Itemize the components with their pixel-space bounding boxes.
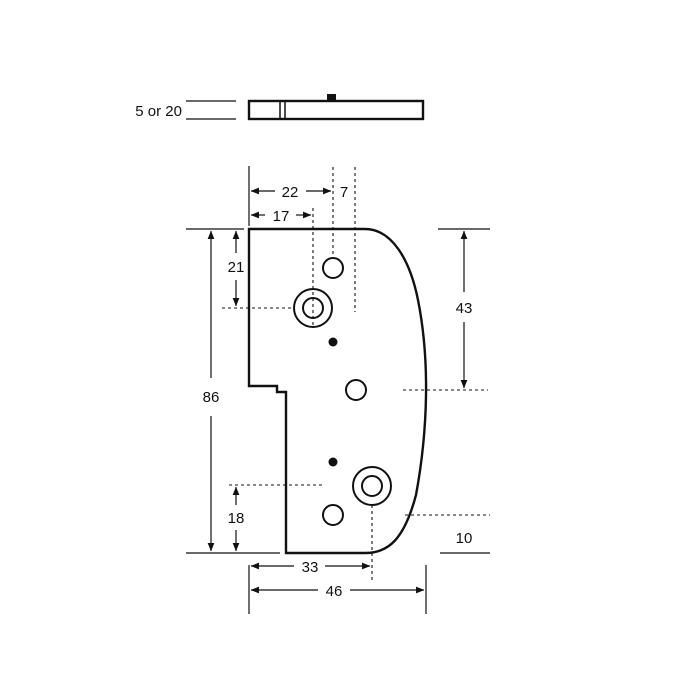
dimension-7: 7 (340, 184, 348, 201)
center-dot (328, 337, 338, 347)
side-view: 5 or 20 (135, 94, 425, 121)
dimension-33: 33 (250, 559, 371, 576)
dimension-label-21: 21 (228, 259, 245, 276)
plate-outline (247, 227, 428, 555)
dimension-label-33: 33 (302, 559, 319, 576)
pin-hole (345, 379, 367, 401)
dimension-18: 18 (228, 486, 245, 552)
dimension-label-17: 17 (273, 208, 290, 225)
dimension-label-86: 86 (203, 389, 220, 406)
dimension-22: 22 (250, 184, 332, 201)
dimension-17: 17 (250, 208, 312, 225)
centerlines (222, 167, 490, 583)
dimension-86: 86 (203, 230, 220, 552)
dimension-label-10: 10 (456, 530, 473, 547)
dimension-label-7: 7 (340, 184, 348, 201)
dimension-label-18: 18 (228, 510, 245, 527)
dimension-10: 10 (456, 530, 473, 547)
countersunk-hole-inner (361, 475, 383, 497)
side-view-tab (327, 94, 336, 101)
extension-lines (186, 166, 490, 614)
dimension-43: 43 (456, 230, 473, 389)
dimension-21: 21 (228, 230, 245, 307)
dimension-label-43: 43 (456, 300, 473, 317)
thickness-label: 5 or 20 (135, 103, 182, 120)
dimension-46: 46 (250, 583, 425, 600)
dimension-label-22: 22 (282, 184, 299, 201)
side-view-body (247, 99, 425, 121)
dimension-label-46: 46 (326, 583, 343, 600)
pin-hole (322, 257, 344, 279)
center-dot (328, 457, 338, 467)
pin-hole (322, 504, 344, 526)
